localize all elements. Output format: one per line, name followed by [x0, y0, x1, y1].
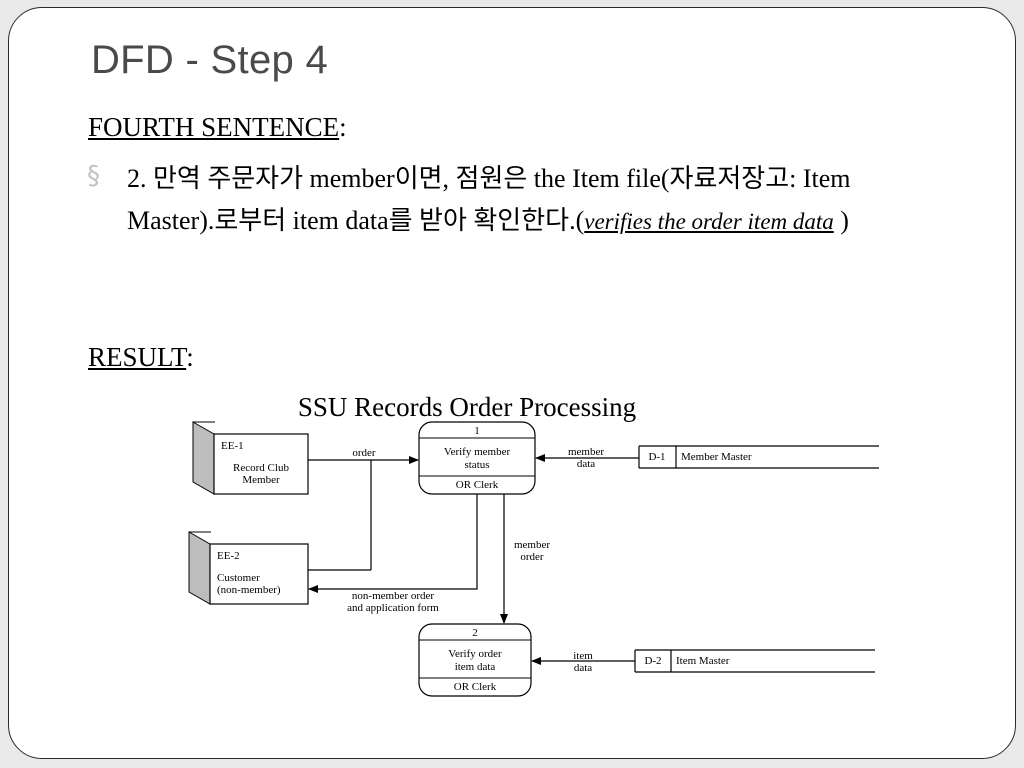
- process-2-line1: Verify order: [448, 648, 502, 660]
- process-1-line1: Verify member: [444, 446, 511, 458]
- process-2-number: 2: [472, 627, 478, 639]
- ee1-id: EE-1: [221, 440, 244, 452]
- bullet-icon: §: [87, 161, 100, 191]
- ee2-id: EE-2: [217, 550, 240, 562]
- external-entity-ee2: EE-2 Customer (non-member): [188, 531, 309, 605]
- flow-member-data: member data: [535, 446, 639, 470]
- flow-non-member-order: non-member order and application form: [308, 494, 478, 614]
- process-2-line2: item data: [455, 661, 496, 673]
- fourth-sentence-label: FOURTH SENTENCE: [88, 112, 340, 142]
- d1-name: Member Master: [681, 451, 752, 463]
- fourth-sentence-heading: FOURTH SENTENCE:: [88, 112, 347, 143]
- diagram-title: SSU Records Order Processing: [298, 392, 636, 422]
- flow-non-member-line1: non-member order: [352, 590, 434, 602]
- slide: DFD - Step 4 FOURTH SENTENCE: § 2. 만역 주문…: [8, 7, 1016, 759]
- process-1-number: 1: [474, 425, 480, 437]
- flow-order: order: [308, 447, 419, 571]
- result-heading: RESULT:: [88, 342, 194, 373]
- process-2-actor: OR Clerk: [454, 681, 497, 693]
- data-store-d1: D-1 Member Master: [638, 445, 879, 469]
- ee2-line1: Customer: [217, 572, 260, 584]
- bullet-body: 만역 주문자가 member이면, 점원은 the Item file(자료저장…: [127, 164, 851, 235]
- flow-item-data-line2: data: [574, 662, 592, 674]
- data-store-d2: D-2 Item Master: [634, 649, 875, 673]
- ee1-line2: Member: [242, 474, 280, 486]
- flow-non-member-line2: and application form: [347, 602, 439, 614]
- flow-member-data-line1: member: [568, 446, 604, 458]
- d1-id: D-1: [648, 451, 665, 463]
- ee1-line1: Record Club: [233, 462, 289, 474]
- bullet-emphasis: verifies the order item data: [584, 209, 834, 234]
- flow-item-data: item data: [531, 650, 635, 674]
- flow-member-order: member order: [500, 494, 550, 624]
- process-1-actor: OR Clerk: [456, 479, 499, 491]
- result-colon: :: [186, 342, 194, 372]
- bullet-number: 2.: [127, 164, 147, 193]
- bullet-text: 2. 만역 주문자가 member이면, 점원은 the Item file(자…: [127, 158, 907, 243]
- flow-member-order-line2: order: [520, 551, 544, 563]
- d2-name: Item Master: [676, 655, 730, 667]
- ee2-line2: (non-member): [217, 584, 281, 596]
- flow-order-label: order: [352, 447, 376, 459]
- flow-member-data-line2: data: [577, 458, 595, 470]
- slide-title: DFD - Step 4: [91, 38, 328, 82]
- result-label: RESULT: [88, 342, 187, 372]
- fourth-sentence-colon: :: [339, 112, 347, 142]
- dfd-diagram: SSU Records Order Processing EE-1 Record…: [188, 392, 879, 697]
- process-1-line2: status: [464, 459, 489, 471]
- flow-item-data-line1: item: [573, 650, 593, 662]
- external-entity-ee1: EE-1 Record Club Member: [192, 421, 309, 495]
- bullet-closing: ): [833, 206, 849, 235]
- process-1: 1 Verify member status OR Clerk: [418, 421, 536, 495]
- flow-member-order-line1: member: [514, 539, 550, 551]
- process-2: 2 Verify order item data OR Clerk: [418, 623, 532, 697]
- d2-id: D-2: [644, 655, 661, 667]
